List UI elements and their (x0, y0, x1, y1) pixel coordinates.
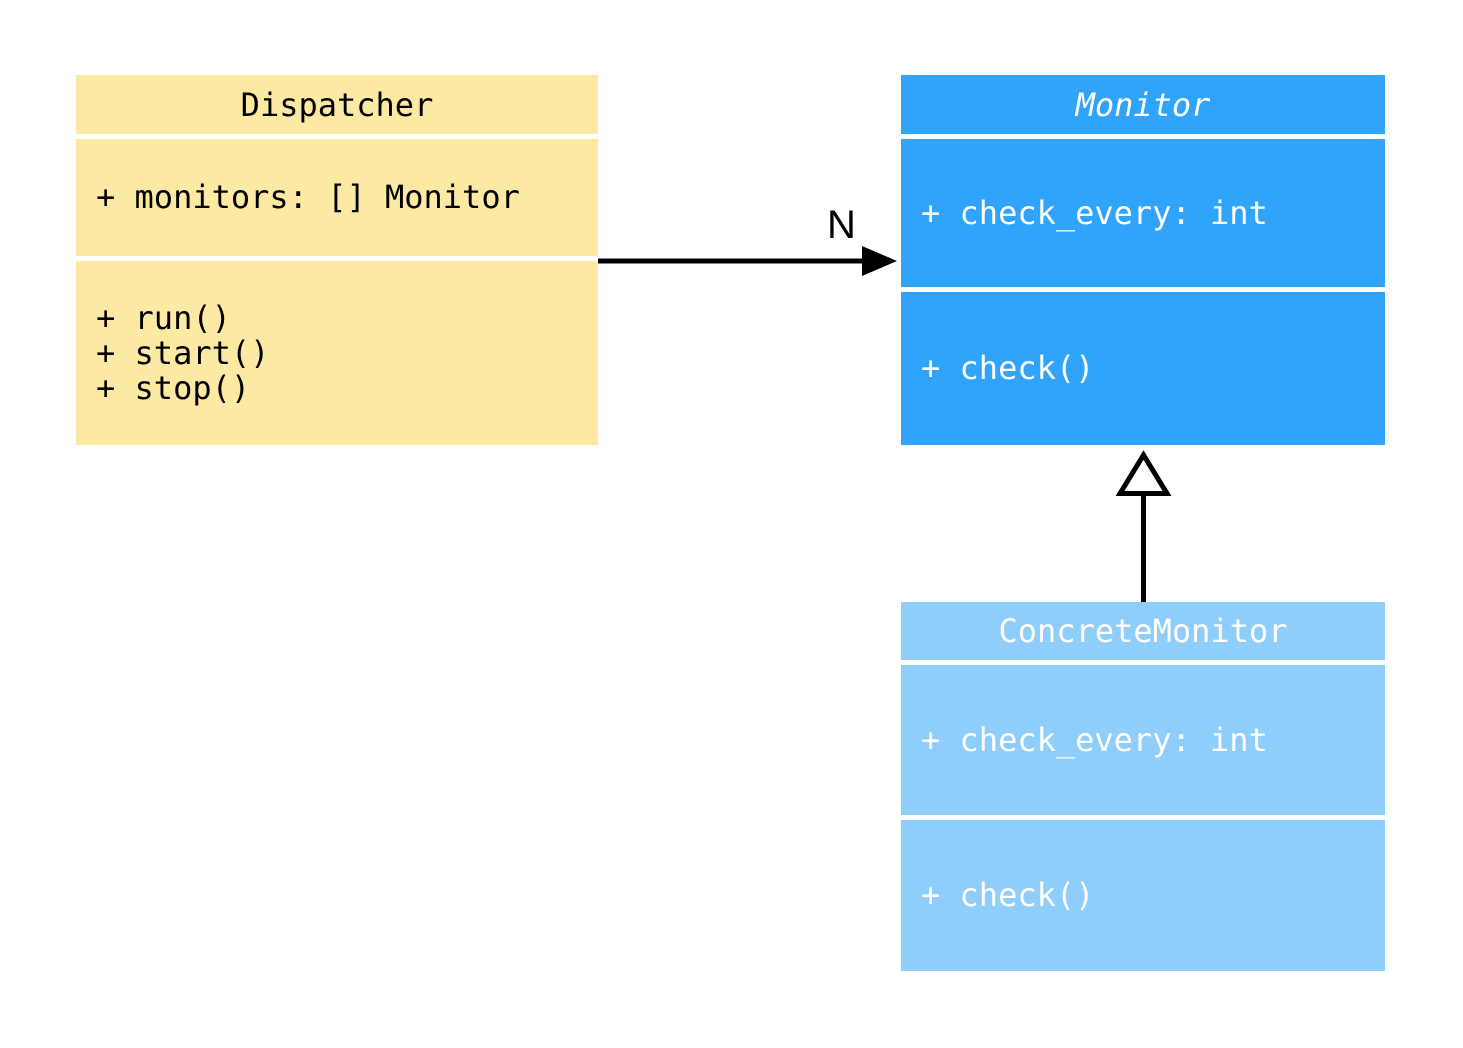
class-box-monitor: Monitor + check_every: int + check() (901, 75, 1385, 445)
class-box-concretemonitor: ConcreteMonitor + check_every: int + che… (901, 602, 1385, 971)
concretemonitor-methods-section: + check() (901, 820, 1385, 971)
inheritance-arrow-concretemonitor-to-monitor (1115, 450, 1172, 602)
multiplicity-label: N (827, 203, 856, 247)
method-line: + start() (96, 333, 270, 372)
association-arrowhead-icon (862, 246, 897, 276)
class-title-monitor: Monitor (901, 75, 1385, 134)
dispatcher-attributes-section: + monitors: [] Monitor (76, 139, 598, 256)
class-title-dispatcher: Dispatcher (76, 75, 598, 134)
monitor-attributes-section: + check_every: int (901, 139, 1385, 287)
inheritance-triangle-icon (1115, 450, 1172, 496)
attribute-line: + check_every: int (921, 720, 1268, 759)
class-box-dispatcher: Dispatcher + monitors: [] Monitor + run(… (76, 75, 598, 445)
dispatcher-methods-section: + run() + start() + stop() (76, 261, 598, 445)
method-line: + run() (96, 298, 231, 337)
association-arrow-dispatcher-to-monitor (598, 246, 897, 276)
method-line: + check() (921, 876, 1095, 914)
attribute-line: + check_every: int (921, 193, 1268, 232)
monitor-methods-section: + check() (901, 292, 1385, 445)
class-title-concretemonitor: ConcreteMonitor (901, 602, 1385, 660)
method-line: + check() (921, 349, 1095, 387)
concretemonitor-attributes-section: + check_every: int (901, 665, 1385, 815)
attribute-line: + monitors: [] Monitor (96, 178, 520, 216)
method-line: + stop() (96, 368, 251, 407)
